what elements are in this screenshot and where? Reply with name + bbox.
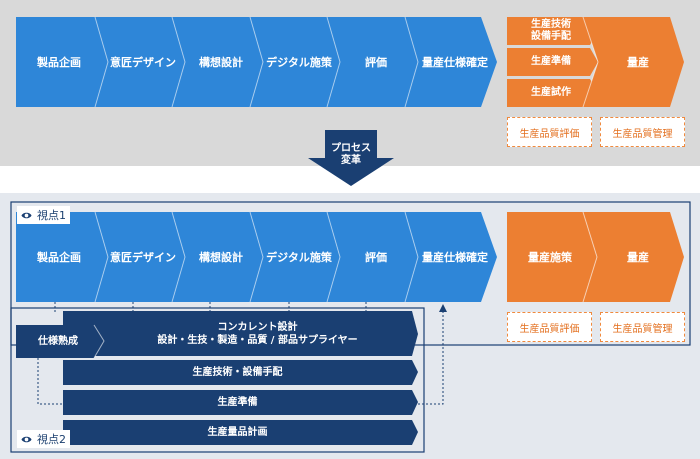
transition-label: プロセス 変革	[320, 140, 382, 170]
prep-step-label: 生産技術 設備手配	[531, 19, 571, 42]
concurrent-design-shape	[63, 311, 418, 356]
orange-stage-label: 量産	[627, 250, 649, 264]
bar-label: 生産技術・設備手配	[192, 367, 283, 378]
transition-label-line1: プロセス	[331, 143, 371, 154]
orange-stage-shape	[507, 212, 597, 302]
bottom-stage-shape	[327, 212, 418, 302]
prep-step-label: 生産試作	[531, 87, 571, 98]
concurrent-bars	[16, 311, 418, 445]
quality-eval-box: 生産品質評価	[507, 312, 592, 342]
bottom-stage-label: 量産仕様確定	[422, 250, 488, 264]
top-stage-label: 意匠デザイン	[110, 55, 176, 69]
bar-shape	[63, 420, 418, 445]
bottom-stage-shape	[405, 212, 497, 302]
prep-step-shape	[507, 79, 598, 107]
eye-icon	[21, 212, 32, 218]
top-stage-label: 構想設計	[199, 55, 243, 69]
bottom-stage-shape	[250, 212, 340, 302]
viewpoint1-label: 視点1	[37, 209, 66, 222]
transition-label-line2: 変革	[341, 155, 361, 166]
top-stage-shape	[172, 17, 263, 107]
concurrent-design-sub: 設計・生技・製造・品質 / 部品サプライヤー	[157, 334, 358, 346]
top-stage-shape	[327, 17, 418, 107]
bottom-stage-shape	[172, 212, 263, 302]
prep-step-shape	[507, 48, 598, 76]
concurrent-design-title: コンカレント設計	[217, 321, 298, 333]
top-stage-shape	[250, 17, 340, 107]
viewpoint2-frame	[10, 307, 425, 453]
top-stage-shape	[95, 17, 185, 107]
bottom-stage-label: 構想設計	[199, 250, 243, 264]
orange-stage-label: 量産施策	[528, 250, 572, 264]
bar-shape	[63, 360, 418, 385]
bottom-stage-label: 意匠デザイン	[110, 250, 176, 264]
connector-arrowhead	[439, 304, 447, 312]
bottom-stage-shape	[16, 212, 108, 302]
bottom-stage-chevrons	[16, 211, 497, 303]
top-stage-label: 評価	[365, 55, 387, 69]
bottom-stage-label: デジタル施策	[266, 250, 332, 264]
top-stage-shape	[16, 17, 108, 107]
prep-step-label: 生産準備	[531, 56, 571, 67]
bottom-stage-label: 製品企画	[37, 250, 81, 264]
bottom-orange-stages	[507, 211, 684, 303]
top-stage-label: 製品企画	[37, 55, 81, 69]
connector-lines	[37, 302, 444, 405]
top-stage-chevrons	[16, 16, 497, 108]
top-stage-label: 量産仕様確定	[422, 55, 488, 69]
quality-control-box: 生産品質管理	[600, 312, 685, 342]
orange-stage-shape	[583, 212, 684, 302]
bar-label: 生産量品計画	[207, 427, 268, 438]
quality-control-box: 生産品質管理	[600, 117, 685, 147]
top-stage-shape	[405, 17, 497, 107]
top-stage-label: デジタル施策	[266, 55, 332, 69]
quality-eval-box: 生産品質評価	[507, 117, 592, 147]
eye-icon	[21, 436, 32, 442]
viewpoint2-tag: 視点2	[17, 430, 70, 448]
spec-maturity-label: 仕様熟成	[38, 336, 78, 347]
bar-shape	[63, 390, 418, 415]
bar-label: 生産準備	[217, 397, 258, 408]
bottom-stage-label: 評価	[365, 250, 387, 264]
production-label: 量産	[627, 55, 649, 69]
top-prep-steps	[507, 16, 684, 108]
prep-step-shape	[507, 17, 598, 45]
production-shape	[583, 17, 684, 107]
viewpoint1-tag: 視点1	[17, 206, 70, 224]
bottom-stage-shape	[95, 212, 185, 302]
viewpoint2-label: 視点2	[37, 433, 66, 446]
transition-arrow	[308, 130, 394, 186]
concurrent-design-label: コンカレント設計 設計・生技・製造・品質 / 部品サプライヤー	[105, 311, 410, 356]
